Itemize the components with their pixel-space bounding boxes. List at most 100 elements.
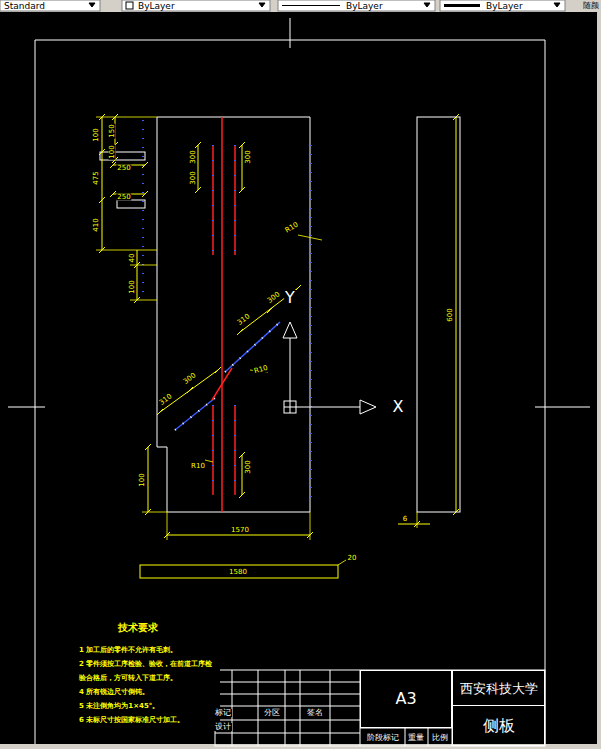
title-grid: [215, 706, 360, 707]
radius-callout: R10: [190, 463, 206, 470]
dropdown: [440, 0, 565, 11]
note: 1 加工后的零件不允许有毛刺。: [78, 643, 220, 657]
hole-row: [310, 145, 312, 500]
dimension-tick: [110, 162, 116, 168]
dimension-tick: [237, 329, 243, 335]
ucs-box: [284, 401, 296, 413]
dimension: 150: [109, 123, 116, 138]
line: [242, 145, 243, 190]
toolbar-text: ByLayer: [485, 1, 524, 10]
dimension: 1570: [230, 527, 250, 534]
title-grid: [215, 733, 360, 734]
line: [137, 250, 138, 300]
dimension-tick: [414, 521, 420, 527]
title-grid: [428, 728, 429, 746]
hole-row: [234, 405, 236, 495]
dropdown: [278, 0, 435, 11]
dimension: 1580: [228, 569, 248, 576]
dimension-tick: [239, 452, 245, 458]
toolbar-text: 随颜: [582, 2, 600, 10]
extension-line: [96, 117, 157, 118]
title-text: 西安科技大学: [460, 682, 538, 695]
dimension-tick: [215, 367, 221, 373]
toolbar: [0, 0, 601, 12]
note: 4 所有锐边尺寸倒钝。: [78, 685, 220, 699]
dimension-tick: [164, 532, 170, 538]
hole-row: [234, 145, 236, 255]
dimension-tick: [195, 187, 201, 193]
line: [456, 117, 457, 512]
title-cell-text: 分区: [263, 709, 281, 717]
toolbar-text: ByLayer: [137, 1, 176, 10]
dimension-tick: [99, 149, 105, 155]
flange-strip: [117, 200, 145, 208]
center-line: [221, 117, 223, 512]
frame: [545, 40, 546, 744]
extension-line: [417, 512, 418, 528]
dropdown-arrow: [89, 3, 95, 7]
title-grid: [215, 682, 360, 683]
hole-row: [175, 398, 215, 430]
title-cell-text: 设计: [214, 723, 232, 731]
dimension-tick: [295, 285, 301, 291]
flat-bar: [140, 565, 338, 578]
linetype-sample: [282, 5, 340, 6]
title-cell-text: 签名: [306, 709, 324, 717]
extension-line: [142, 512, 167, 513]
line: [160, 370, 218, 412]
title-text: 侧板: [483, 718, 515, 734]
line: [242, 455, 243, 495]
extension-line: [96, 250, 157, 251]
line: [240, 288, 298, 332]
line: [102, 117, 103, 250]
dropdown-arrow: [554, 3, 560, 7]
title-grid: [258, 670, 259, 746]
dimension-tick: [239, 492, 245, 498]
dimension-tick: [239, 187, 245, 193]
dimension-tick: [110, 191, 116, 197]
ucs-box: [290, 401, 291, 413]
frame: [35, 40, 36, 744]
hole-row: [142, 120, 144, 300]
diagonal-rib: [225, 322, 280, 372]
notes-heading: 技术要求: [117, 623, 159, 633]
hole-row: [212, 145, 214, 255]
dimension: 300: [245, 149, 252, 164]
dimension-tick: [99, 197, 105, 203]
leader-line: [338, 560, 346, 565]
title-grid: [232, 670, 233, 746]
title-cell: A3: [360, 670, 452, 728]
dimension: 100: [139, 472, 146, 487]
dimension: 310: [236, 313, 252, 328]
extension-line: [130, 265, 157, 266]
title-grid: [215, 694, 360, 695]
line: [167, 535, 310, 536]
dimension: 250: [116, 165, 131, 172]
dropdown-arrow: [259, 3, 265, 7]
title-cell-text: 标记: [214, 709, 232, 717]
title-cell: 西安科技大学: [452, 670, 545, 706]
axis-label: X: [392, 399, 405, 415]
dimension: 250: [116, 194, 131, 201]
toolbar-text: Standard: [3, 1, 46, 10]
side-plate: [157, 117, 310, 512]
ucs-axis: [296, 407, 360, 408]
diagonal-centerline: [212, 368, 232, 400]
dimension: 300: [190, 170, 197, 185]
title-block: [215, 670, 545, 746]
note: 5 未注倒角均为1×45°。: [78, 699, 220, 713]
dimension: 300: [190, 149, 197, 164]
dimension: 20: [347, 555, 358, 562]
radius-callout: R10: [283, 221, 300, 235]
slot-line: [212, 145, 214, 255]
title-grid: [405, 728, 406, 746]
title-cell-text: 重量: [407, 734, 425, 742]
dimension-tick: [195, 142, 201, 148]
title-cell-text: 阶段标记: [366, 734, 400, 742]
slot-line: [234, 145, 236, 255]
radius-callout: R10: [252, 365, 269, 376]
dimension-tick: [142, 191, 148, 197]
diagonal-rib: [175, 398, 215, 430]
center-mark: [535, 407, 590, 408]
